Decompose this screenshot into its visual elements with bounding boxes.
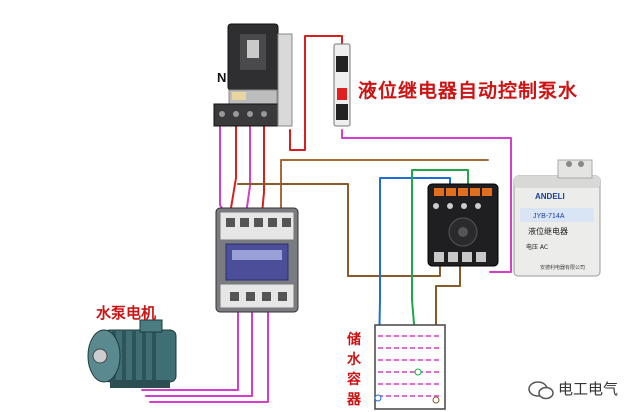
tank-label-char: 储	[347, 332, 361, 348]
wires	[141, 35, 512, 403]
tank-label: 储 水 容 器	[347, 330, 365, 410]
relay-name: 液位继电器	[528, 227, 568, 236]
diagram-title: 液位继电器自动控制泵水	[358, 80, 579, 102]
liquid-level-relay-icon	[513, 159, 601, 277]
tank-label-char: 容	[347, 372, 361, 388]
relay-brand: ANDELI	[535, 192, 565, 201]
fuse-icon	[333, 43, 351, 127]
wire-l3-breaker-to-contactor	[261, 123, 265, 215]
tank-label-char: 水	[347, 352, 361, 368]
breaker-neutral-label: N	[217, 70, 227, 85]
watermark-text: 电工电气	[558, 380, 619, 398]
wire-contactor-to-motor-1	[141, 311, 239, 391]
wechat-icon	[528, 381, 554, 400]
water-tank-icon	[374, 324, 446, 410]
relay-maker: 安德利电器有限公司	[540, 265, 586, 271]
wire-contactor-to-relay-brown	[237, 183, 441, 277]
relay-voltage: 电压 AC	[526, 244, 549, 251]
wire-n-breaker-to-contactor	[219, 123, 227, 216]
wire-relay-to-probe-green	[411, 169, 469, 373]
wire-fuse-to-relay	[341, 129, 512, 273]
wire-breaker-to-fuse	[289, 35, 343, 151]
relay-model: JYB-714A	[533, 213, 565, 220]
pump-motor-icon	[87, 319, 177, 388]
watermark: 电工电气	[530, 378, 618, 399]
wire-relay-to-contactor-coil	[280, 159, 489, 215]
probe-low	[374, 394, 382, 402]
wire-contactor-to-motor-3	[149, 311, 269, 403]
contactor-icon	[215, 207, 299, 313]
wire-l2-breaker-to-contactor	[245, 123, 251, 215]
tank-label-char: 器	[347, 392, 361, 408]
relay-socket-icon	[427, 183, 499, 267]
probe-mid	[414, 368, 422, 376]
motor-label: 水泵电机	[96, 304, 157, 322]
circuit-breaker-icon	[213, 23, 293, 127]
wire-contactor-to-motor-2	[145, 311, 253, 397]
probe-common	[432, 396, 440, 404]
wire-l1-breaker-to-contactor	[229, 123, 237, 215]
